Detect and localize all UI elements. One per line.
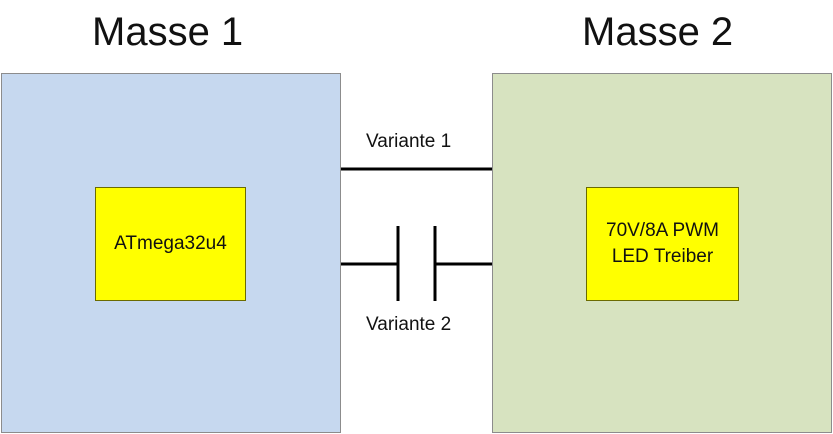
atmega-chip-block: ATmega32u4 xyxy=(95,187,246,301)
led-driver-block: 70V/8A PWM LED Treiber xyxy=(586,187,739,301)
masse-1-title: Masse 1 xyxy=(92,10,244,54)
masse-2-title: Masse 2 xyxy=(582,10,734,54)
variant-1-label: Variante 1 xyxy=(366,131,452,152)
variant-2-label: Variante 2 xyxy=(366,314,452,335)
